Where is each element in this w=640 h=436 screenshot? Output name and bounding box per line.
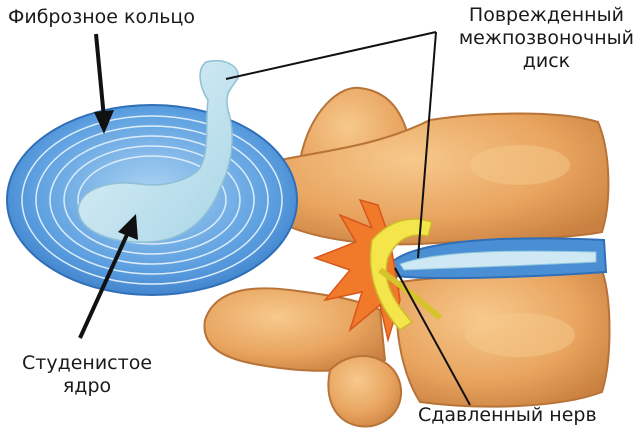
- label-nucleus-pulposus: Студенистое ядро: [22, 352, 152, 398]
- disc-pointer-line-top: [225, 31, 437, 80]
- upper-vertebral-body: [278, 112, 610, 246]
- label-annulus-fibrosus-text: Фиброзное кольцо: [8, 6, 195, 28]
- label-nucleus-line1: Студенистое: [22, 352, 153, 374]
- nerve-pointer-line: [394, 267, 471, 406]
- label-damaged-disc-line2: межпозвоночный: [458, 27, 634, 49]
- compressed-nerve-shape: [369, 218, 443, 331]
- pointer-lines: [225, 31, 471, 406]
- arrow-head-nucleus: [118, 214, 138, 240]
- label-annulus-fibrosus: Фиброзное кольцо: [8, 6, 195, 29]
- disc-pointer-line-down: [417, 31, 437, 259]
- label-compressed-nerve: Сдавленный нерв: [418, 404, 597, 427]
- label-compressed-nerve-text: Сдавленный нерв: [418, 404, 597, 426]
- label-nucleus-line2: ядро: [62, 375, 112, 397]
- label-damaged-disc-line1: Поврежденный: [468, 4, 624, 26]
- label-damaged-disc-line3: диск: [522, 50, 571, 72]
- lower-vertebral-body: [395, 268, 611, 408]
- label-damaged-disc: Поврежденный межпозвоночный диск: [459, 4, 634, 73]
- intervertebral-disc-side: [390, 237, 608, 280]
- nucleus-pulposus: [77, 60, 239, 243]
- pointer-arrows: [78, 33, 138, 339]
- arrow-head-annulus: [94, 110, 114, 134]
